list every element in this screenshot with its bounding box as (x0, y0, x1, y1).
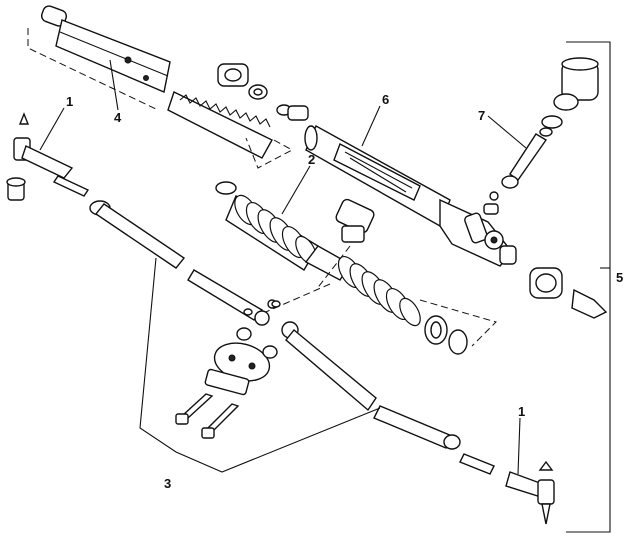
rack-teeth (179, 94, 271, 128)
tie-rod-left-part (89, 200, 277, 326)
bushing-part (217, 63, 309, 121)
callout-1-left: 1 (66, 94, 73, 109)
pinion-part (483, 57, 599, 215)
boot-part (215, 181, 468, 355)
callout-2: 2 (308, 152, 315, 167)
bolts-part (175, 393, 240, 439)
tie-rod-right-part (281, 321, 461, 450)
callout-5: 5 (616, 270, 623, 285)
callout-6: 6 (382, 92, 389, 107)
rack-housing-part (304, 125, 517, 267)
callout-4: 4 (114, 110, 122, 125)
right-boot-ribs (337, 256, 421, 327)
mounting-plate-part (204, 300, 281, 396)
tie-rod-end-right-part (459, 453, 555, 525)
callout-1-right: 1 (518, 404, 525, 419)
rack-shaft-part (40, 5, 273, 159)
adjuster-plug-part (529, 267, 608, 319)
callout-3: 3 (164, 476, 171, 491)
tie-rod-end-left-part (6, 112, 90, 201)
callout-7: 7 (478, 108, 485, 123)
